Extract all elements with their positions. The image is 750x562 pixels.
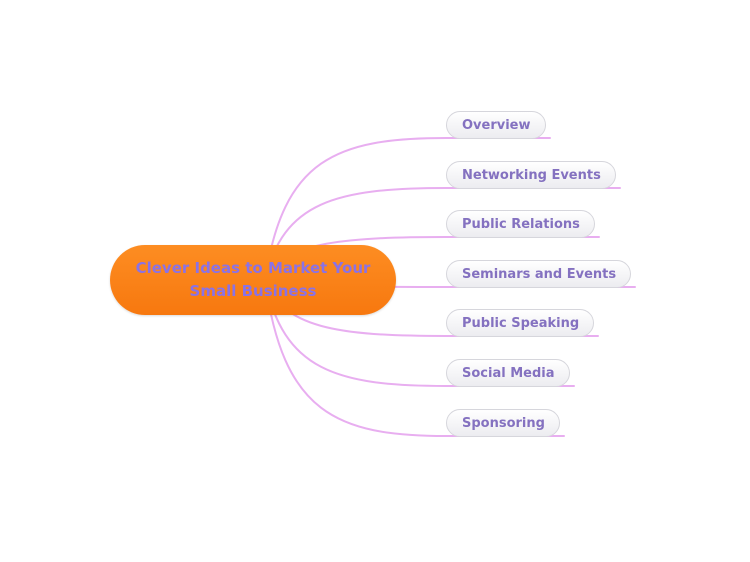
- subtopic-label: Networking Events: [462, 167, 601, 183]
- subtopic-label: Sponsoring: [462, 415, 545, 431]
- subtopic-public-speaking[interactable]: Public Speaking: [446, 309, 595, 337]
- subtopic-seminars-and-events[interactable]: Seminars and Events: [446, 260, 632, 288]
- connector-line: [264, 279, 565, 437]
- subtopic-overview[interactable]: Overview: [446, 111, 546, 139]
- subtopic-sponsoring[interactable]: Sponsoring: [446, 409, 560, 437]
- subtopic-label: Public Relations: [462, 216, 580, 232]
- subtopic-label: Public Speaking: [462, 315, 580, 331]
- subtopic-label: Seminars and Events: [462, 266, 617, 282]
- subtopic-networking-events[interactable]: Networking Events: [446, 161, 616, 189]
- connector-line: [264, 137, 551, 281]
- subtopic-label: Social Media: [462, 365, 555, 381]
- central-topic[interactable]: Clever Ideas to Market Your Small Busine…: [110, 245, 396, 315]
- central-topic-label: Clever Ideas to Market Your Small Busine…: [135, 259, 371, 300]
- subtopic-social-media[interactable]: Social Media: [446, 359, 570, 387]
- subtopic-label: Overview: [462, 117, 531, 133]
- subtopic-public-relations[interactable]: Public Relations: [446, 210, 595, 238]
